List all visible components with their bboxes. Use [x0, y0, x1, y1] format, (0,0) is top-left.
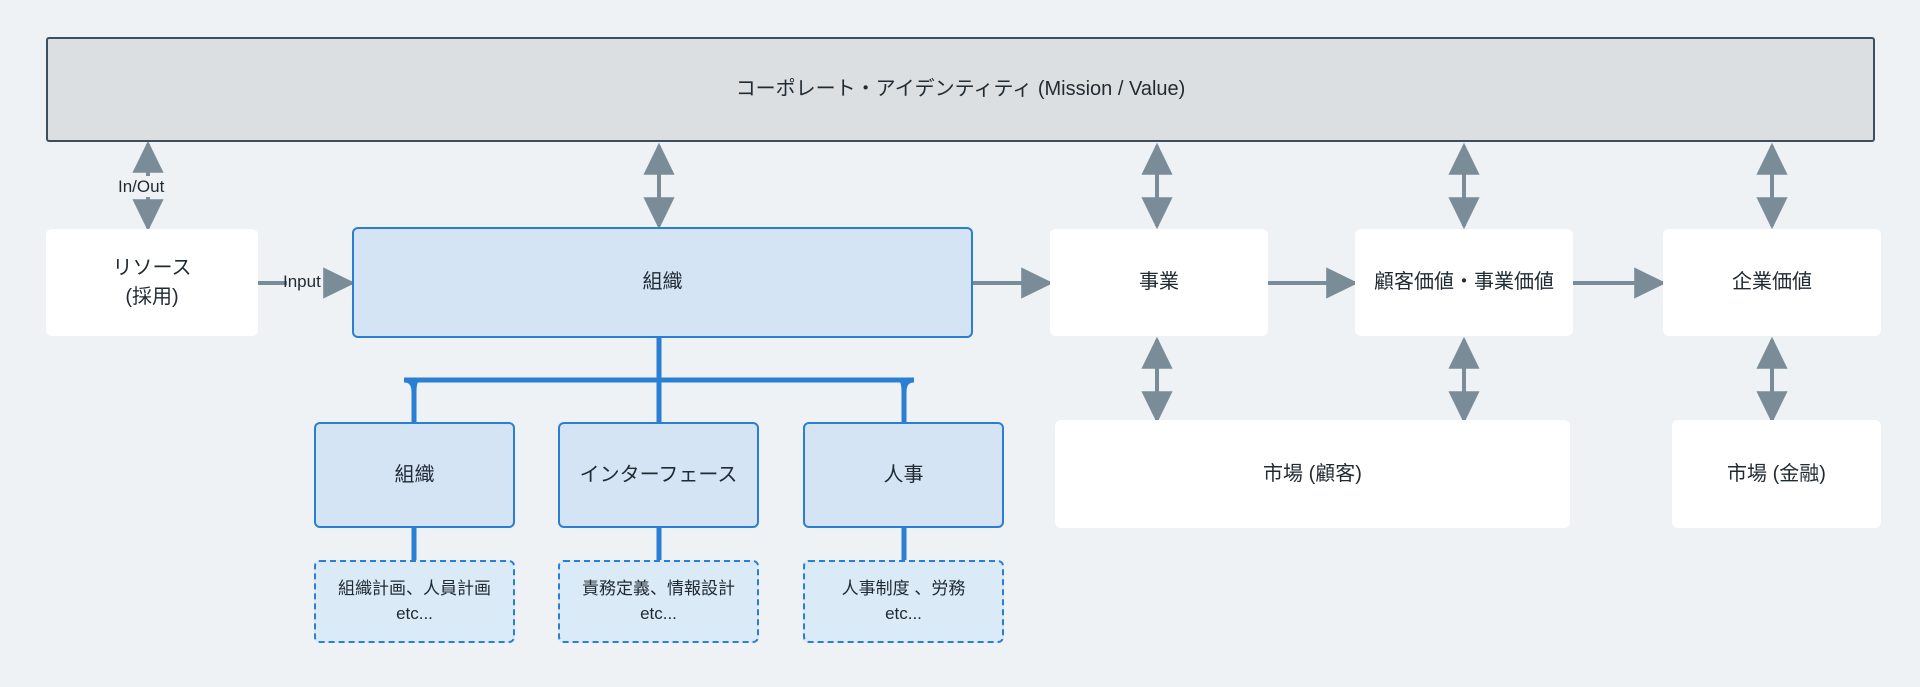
node-organization-main-label: 組織	[642, 271, 683, 293]
connector-organization-subnodes	[403, 335, 915, 425]
node-customer-business-value[interactable]: 顧客価値・事業価値	[1355, 229, 1573, 336]
node-customer-business-value-label: 顧客価値・事業価値	[1374, 271, 1554, 293]
node-detail-interface[interactable]: 責務定義、情報設計 etc...	[558, 560, 759, 643]
node-corporate-value[interactable]: 企業価値	[1663, 229, 1881, 336]
edge-label-input: Input	[283, 272, 321, 291]
node-detail-hr[interactable]: 人事制度 、労務 etc...	[803, 560, 1004, 643]
node-market-customer-label: 市場 (顧客)	[1263, 462, 1362, 485]
node-business-label: 事業	[1139, 271, 1179, 293]
node-sub-organization[interactable]: 組織	[314, 422, 515, 528]
node-market-customer[interactable]: 市場 (顧客)	[1055, 420, 1570, 528]
node-detail-organization-label: 組織計画、人員計画 etc...	[338, 578, 491, 623]
node-organization-main[interactable]: 組織	[352, 227, 973, 338]
edge-label-in-out: In/Out	[118, 177, 165, 196]
node-business[interactable]: 事業	[1050, 229, 1268, 336]
node-resource[interactable]: リソース (採用)	[46, 229, 258, 336]
node-detail-organization[interactable]: 組織計画、人員計画 etc...	[314, 560, 515, 643]
node-sub-interface[interactable]: インターフェース	[558, 422, 759, 528]
node-resource-label: リソース (採用)	[112, 256, 192, 308]
node-sub-hr[interactable]: 人事	[803, 422, 1004, 528]
node-sub-interface-label: インターフェース	[579, 463, 738, 486]
node-market-finance-label: 市場 (金融)	[1727, 462, 1826, 485]
node-detail-hr-label: 人事制度 、労務 etc...	[841, 578, 966, 623]
node-sub-organization-label: 組織	[394, 463, 435, 486]
banner-label: コーポレート・アイデンティティ (Mission / Value)	[735, 78, 1186, 100]
banner-corporate-identity[interactable]: コーポレート・アイデンティティ (Mission / Value)	[46, 37, 1875, 142]
node-corporate-value-label: 企業価値	[1732, 271, 1812, 293]
node-detail-interface-label: 責務定義、情報設計 etc...	[582, 578, 735, 623]
node-market-finance[interactable]: 市場 (金融)	[1672, 420, 1881, 528]
node-sub-hr-label: 人事	[883, 463, 924, 486]
connector-subnodes-details	[411, 528, 907, 560]
